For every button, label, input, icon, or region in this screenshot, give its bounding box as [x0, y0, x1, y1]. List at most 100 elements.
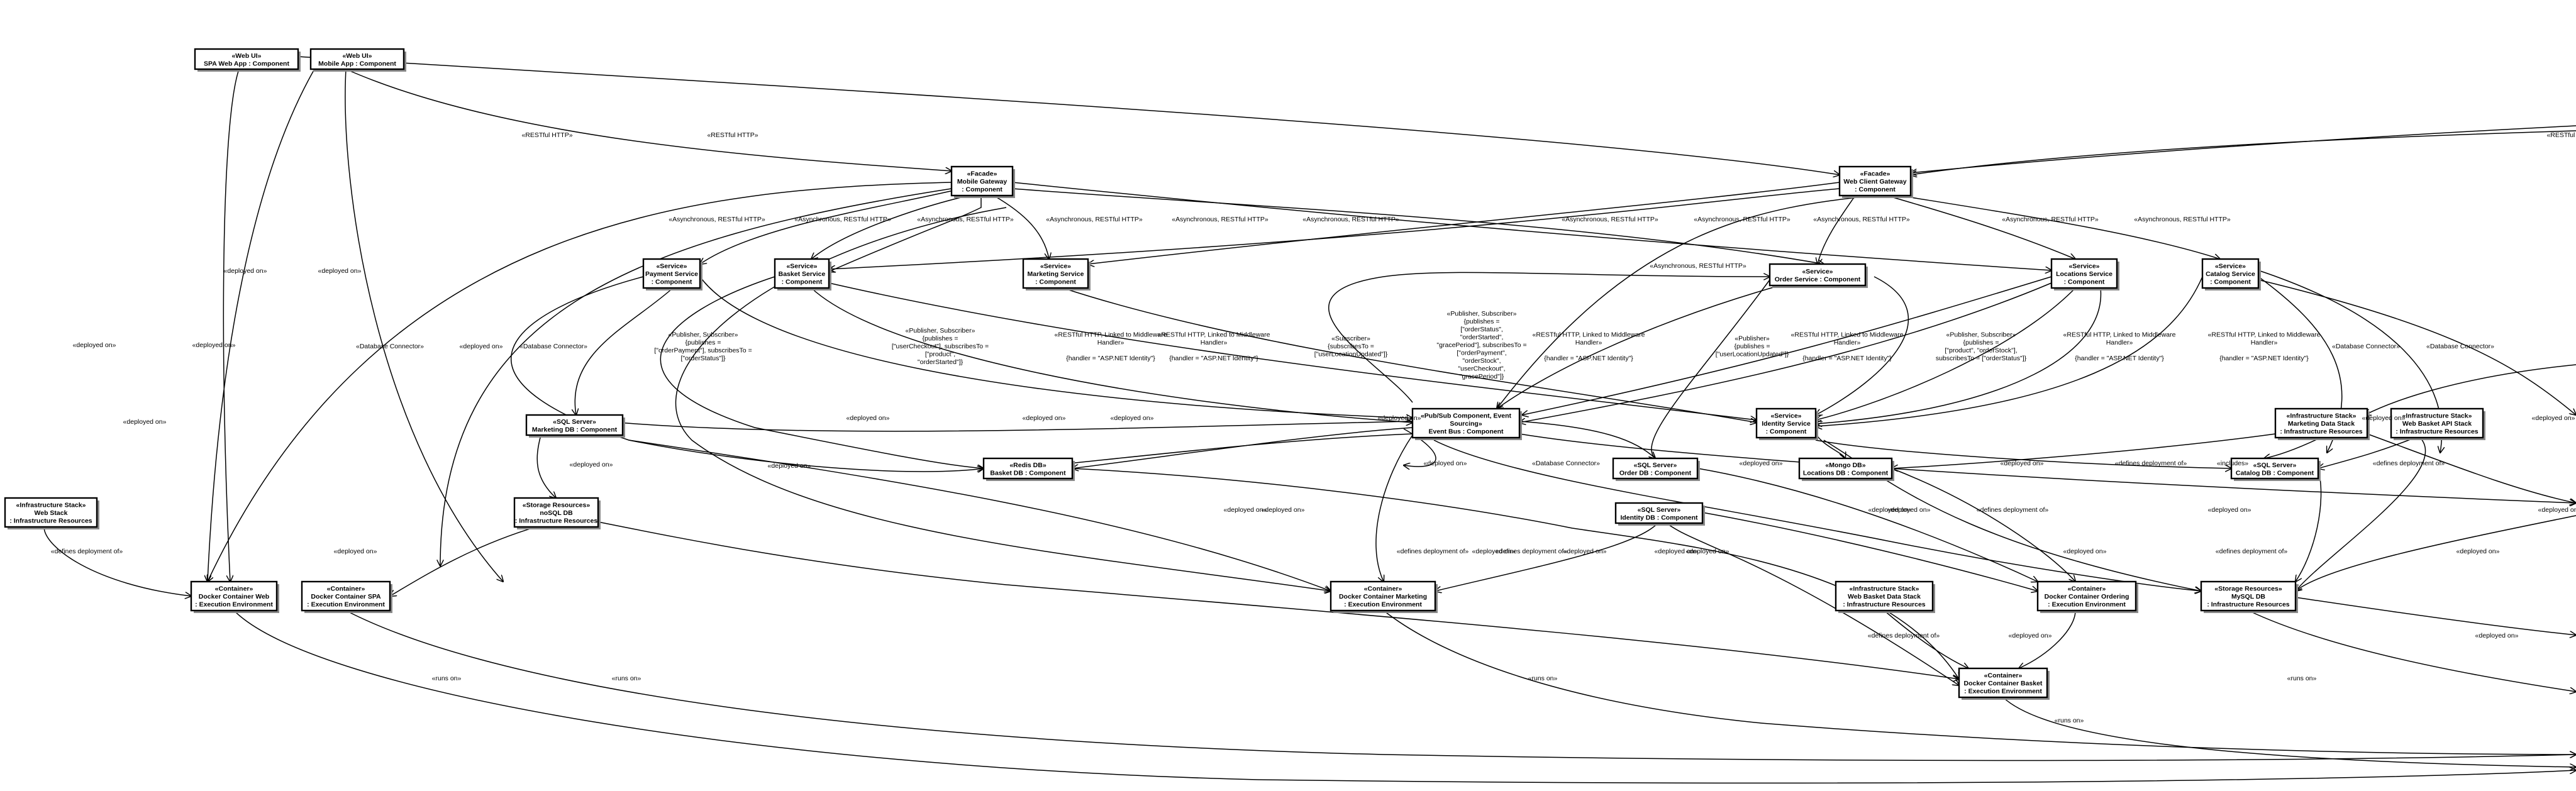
edge-label-group: «deployed on» — [334, 548, 377, 555]
edge-line — [828, 282, 1757, 420]
edge-line — [1911, 130, 2576, 175]
node-box[interactable] — [1755, 407, 1817, 439]
node-box[interactable] — [513, 497, 599, 528]
node-box[interactable] — [1330, 580, 1436, 612]
edge-label-group: «defines deployment of» — [51, 548, 123, 555]
edge-label-group: «RESTful HTTP» — [2546, 131, 2576, 139]
node-box[interactable] — [982, 457, 1074, 480]
node-nosql[interactable]: «Storage Resources»noSQL DB: Infrastruct… — [513, 497, 601, 529]
node-box[interactable] — [1614, 502, 1704, 524]
node-mysql[interactable]: «Storage Resources»MySQL DB: Infrastruct… — [2200, 580, 2298, 613]
edge-label: «deployed on» — [334, 548, 377, 555]
edge-line — [2258, 279, 2576, 415]
node-box[interactable] — [190, 580, 278, 612]
node-wbapistack[interactable]: «Infrastructure Stack»Web Basket API Sta… — [2390, 407, 2485, 440]
edge-label-group: «deployed on» — [2362, 414, 2406, 422]
node-spa[interactable]: «Web UI»SPA Web App : Component — [194, 48, 301, 72]
node-dcspa[interactable]: «Container»Docker Container SPA: Executi… — [301, 580, 392, 613]
edge-label: «RESTful HTTP» — [2546, 131, 2576, 139]
node-catalog[interactable]: «Service»Catalog Service: Component — [2201, 258, 2261, 290]
node-catalogdb[interactable]: «SQL Server»Catalog DB : Component — [2230, 457, 2321, 481]
edge-line — [2296, 468, 2322, 582]
node-label: «Facade»Mobile Gateway: Component — [957, 170, 1008, 194]
edge-e77 — [1911, 125, 2576, 173]
node-box[interactable] — [2200, 580, 2297, 612]
node-box[interactable] — [2050, 258, 2118, 289]
node-basketdb[interactable]: «Redis DB»Basket DB : Component — [982, 457, 1075, 481]
node-box[interactable] — [1838, 165, 1912, 197]
node-dcweb[interactable]: «Container»Docker Container Web: Executi… — [190, 580, 279, 613]
node-marketingdb[interactable]: «SQL Server»Marketing DB : Component — [525, 414, 625, 438]
edge-line — [628, 440, 1331, 591]
node-wbdatastack[interactable]: «Infrastructure Stack»Web Basket Data St… — [1835, 580, 1935, 613]
edge-e63 — [2296, 515, 2576, 591]
node-box[interactable] — [1612, 457, 1699, 480]
edge-e34 — [1816, 287, 2102, 424]
edge-label: «deployed on» — [2208, 506, 2251, 514]
edge-line — [233, 610, 2576, 784]
edge-label: «deployed on» — [2538, 506, 2576, 514]
edge-label: «Publisher, Subscriber»{publishes =["ord… — [1436, 310, 1526, 380]
edge-line — [1383, 610, 2576, 755]
node-box[interactable] — [1022, 258, 1089, 289]
edge-label: «deployed on» — [2532, 414, 2575, 422]
node-box[interactable] — [301, 580, 391, 612]
node-dcmkt[interactable]: «Container»Docker Container Marketing: E… — [1330, 580, 1438, 613]
node-box[interactable] — [2274, 407, 2368, 439]
edge-labels-layer: «RESTful HTTP»«RESTful HTTP»«Asynchronou… — [51, 131, 2576, 724]
node-marketing[interactable]: «Service»Marketing Service: Component — [1022, 258, 1091, 290]
node-box[interactable] — [1411, 407, 1521, 439]
edge-line — [1815, 440, 2231, 468]
node-webstack[interactable]: «Infrastructure Stack»Web Stack: Infrast… — [4, 497, 99, 529]
node-box[interactable] — [4, 497, 98, 528]
node-mobileapp[interactable]: «Web UI»Mobile App : Component — [309, 48, 406, 72]
node-box[interactable] — [1768, 263, 1867, 287]
edge-line — [536, 434, 556, 498]
edge-label: «deployed on» — [1887, 506, 1931, 514]
node-locations[interactable]: «Service»Locations Service: Component — [2050, 258, 2119, 290]
node-box[interactable] — [194, 48, 299, 70]
node-box[interactable] — [525, 414, 624, 436]
node-label: «SQL Server»Catalog DB : Component — [2236, 462, 2314, 477]
node-box[interactable] — [1835, 580, 1934, 612]
node-box[interactable] — [1798, 457, 1893, 480]
node-box[interactable] — [950, 165, 1014, 197]
node-dcorder[interactable]: «Container»Docker Container Ordering: Ex… — [2036, 580, 2138, 613]
node-webgw[interactable]: «Facade»Web Client Gateway: Component — [1838, 165, 1913, 198]
edge-label-group: «Publisher, Subscriber»{publishes =["ord… — [1436, 310, 1526, 380]
edge-e70 — [1702, 512, 2038, 591]
edge-label: «defines deployment of» — [1496, 548, 1568, 555]
edge-label: «Asynchronous, RESTful HTTP» — [1172, 216, 1269, 223]
node-box[interactable] — [309, 48, 405, 70]
node-basket[interactable]: «Service»Basket Service: Component — [774, 258, 831, 290]
node-identity[interactable]: «Service»Identity Service: Component — [1755, 407, 1818, 440]
node-locationsdb[interactable]: «Mongo DB»Locations DB : Component — [1798, 457, 1894, 481]
node-identitydb[interactable]: «SQL Server»Identity DB : Component — [1614, 502, 1705, 526]
node-box[interactable] — [1958, 667, 2048, 699]
edge-e46 — [1815, 433, 1845, 458]
edge-e3 — [1911, 130, 2576, 175]
node-box[interactable] — [642, 258, 701, 289]
node-orderdb[interactable]: «SQL Server»Order DB : Component — [1612, 457, 1700, 481]
edge-label-group: «runs on» — [612, 675, 641, 682]
edge-line — [1823, 440, 2201, 591]
edge-e29 — [1497, 285, 1780, 409]
edge-label-group: «deployed on» — [73, 341, 116, 349]
edge-e20 — [440, 188, 952, 566]
edge-label: «deployed on» — [460, 343, 503, 350]
node-mobilegw[interactable]: «Facade»Mobile Gateway: Component — [950, 165, 1015, 198]
node-box[interactable] — [2036, 580, 2137, 612]
node-box[interactable] — [2230, 457, 2319, 480]
node-dcbasket[interactable]: «Container»Docker Container Basket: Exec… — [1958, 667, 2050, 700]
node-mktstack[interactable]: «Infrastructure Stack»Marketing Data Sta… — [2274, 407, 2370, 440]
node-order[interactable]: «Service»Order Service : Component — [1768, 263, 1868, 288]
node-box[interactable] — [774, 258, 830, 289]
node-box[interactable] — [2201, 258, 2260, 289]
node-box[interactable] — [2390, 407, 2484, 439]
edge-label-group: «deployed on» — [1686, 548, 1729, 555]
edge-e43 — [1519, 421, 1655, 458]
node-payment[interactable]: «Service»Payment Service: Component — [642, 258, 702, 290]
